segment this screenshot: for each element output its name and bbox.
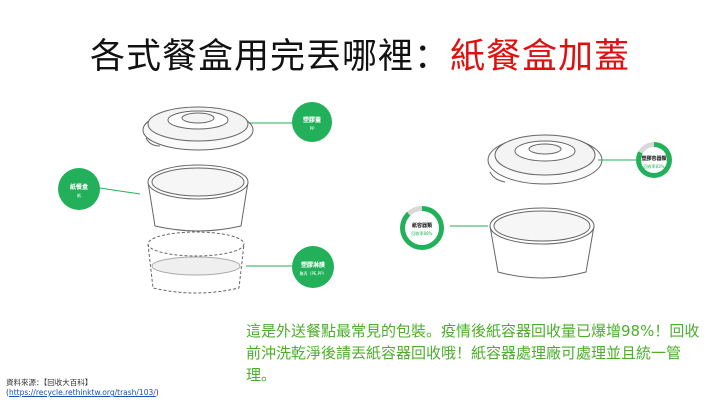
coating-illustration xyxy=(147,231,245,294)
label-plastic-coating-title: 塑膠淋膜 xyxy=(300,262,325,269)
connector-bowl xyxy=(99,187,141,195)
source-paren-open: ( xyxy=(6,388,9,397)
source-note: 資料來源：【回收大百科】 (https://recycle.rethinktw.… xyxy=(6,378,159,398)
label-paper-box-sub: 紙 xyxy=(77,193,81,198)
source-link[interactable]: https://recycle.rethinktw.org/trash/103/ xyxy=(8,388,156,397)
label-paper-box: 紙餐盒 紙 xyxy=(58,168,100,210)
title-main: 各式餐盒用完丟哪裡： xyxy=(89,37,450,77)
label-plastic-coating-sub: 聚丙（PE,PP） xyxy=(299,271,327,276)
page-title: 各式餐盒用完丟哪裡：紙餐盒加蓋 xyxy=(0,28,720,79)
lid-illustration xyxy=(142,106,254,151)
ring-plastic-containers: 塑膠容器類 回收率83% xyxy=(636,142,672,178)
right-bowl-illustration xyxy=(489,207,595,279)
label-plastic-lid-sub: PP xyxy=(309,126,315,131)
source-label: 資料來源：【回收大百科】 xyxy=(6,378,93,387)
ring-paper-title: 紙容器類 xyxy=(411,223,432,229)
label-plastic-lid-title: 塑膠蓋 xyxy=(302,117,321,124)
ring-plastic-title: 塑膠容器類 xyxy=(641,156,667,162)
label-plastic-coating: 塑膠淋膜 聚丙（PE,PP） xyxy=(292,246,334,288)
right-lid-illustration xyxy=(487,134,603,185)
ring-paper-containers: 紙容器類 回收率88% xyxy=(400,206,444,250)
description-text: 這是外送餐點最常見的包裝。疫情後紙容器回收量已爆增98%！回收前沖洗乾淨後請丟紙… xyxy=(246,322,700,384)
label-paper-box-title: 紙餐盒 xyxy=(69,184,88,191)
label-plastic-lid: 塑膠蓋 PP xyxy=(292,102,332,142)
title-accent: 紙餐盒加蓋 xyxy=(450,37,631,77)
paper-bowl-illustration xyxy=(147,164,249,232)
source-paren-close: ) xyxy=(155,388,159,397)
ring-plastic-sub: 回收率83% xyxy=(643,164,665,169)
ring-paper-sub: 回收率88% xyxy=(411,231,433,236)
